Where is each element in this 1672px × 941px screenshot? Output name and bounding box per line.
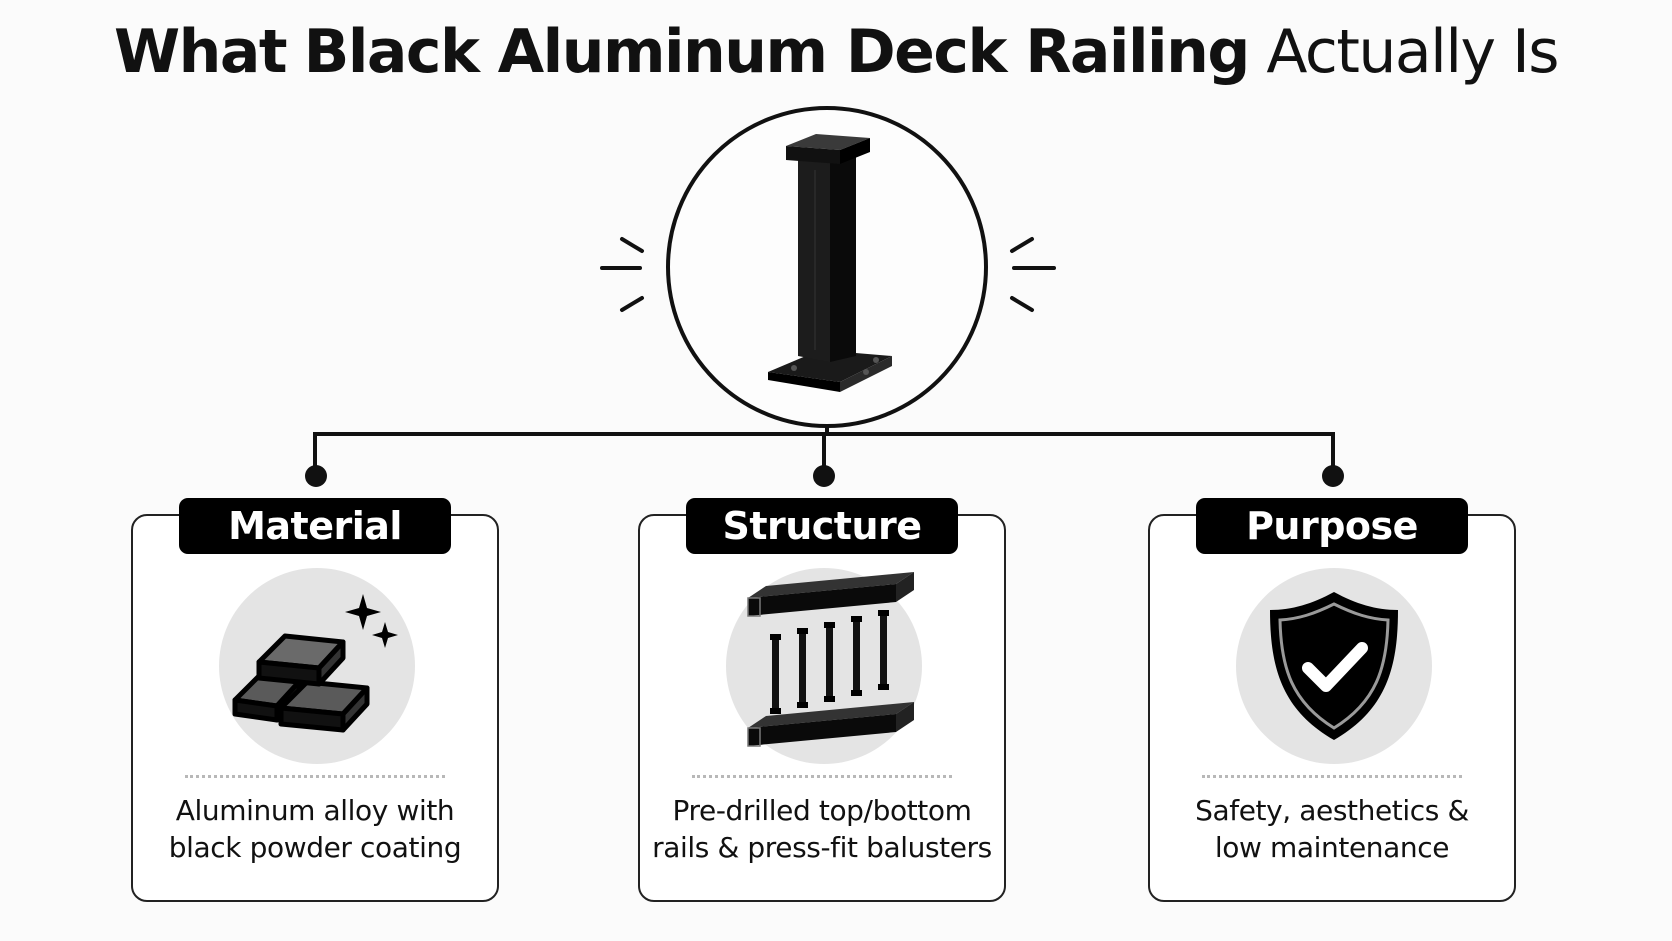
card-icon-material — [219, 568, 415, 764]
connector-node-center — [813, 465, 835, 487]
card-label-purpose: Purpose — [1196, 498, 1468, 554]
card-desc-line: black powder coating — [168, 831, 462, 864]
page-title: What Black Aluminum Deck Railing Actuall… — [0, 14, 1672, 90]
card-desc-material: Aluminum alloy with black powder coating — [143, 792, 487, 866]
card-purpose: Purpose Safety, aesthetics & low mainten… — [1148, 498, 1516, 902]
card-label-structure: Structure — [686, 498, 958, 554]
shield-check-icon — [1236, 568, 1432, 764]
card-label-material: Material — [179, 498, 451, 554]
title-part-2: Black Aluminum Deck Railing — [303, 17, 1251, 87]
card-structure: Structure — [638, 498, 1006, 902]
card-material: Material — [131, 498, 499, 902]
connector-node-left — [305, 465, 327, 487]
black-aluminum-post-icon — [768, 134, 892, 392]
ray-right-top — [1010, 237, 1034, 253]
card-desc-line: Aluminum alloy with — [175, 794, 455, 827]
card-desc-line: Pre-drilled top/bottom — [672, 794, 972, 827]
ray-left-bottom — [620, 296, 644, 312]
connector-node-right — [1322, 465, 1344, 487]
card-desc-structure: Pre-drilled top/bottom rails & press-fit… — [650, 792, 994, 866]
aluminum-ingots-icon — [219, 568, 415, 764]
ray-right-bottom — [1010, 296, 1034, 312]
card-icon-structure — [726, 568, 922, 764]
card-desc-line: rails & press-fit balusters — [652, 831, 992, 864]
ray-left-top — [620, 237, 644, 253]
card-desc-line: low maintenance — [1214, 831, 1450, 864]
title-part-1: What — [113, 17, 288, 87]
rails-balusters-icon — [726, 568, 922, 764]
title-part-3: Actually Is — [1266, 17, 1559, 87]
card-desc-purpose: Safety, aesthetics & low maintenance — [1160, 792, 1504, 866]
card-desc-line: Safety, aesthetics & — [1195, 794, 1469, 827]
divider-dotted — [692, 775, 952, 778]
card-icon-purpose — [1236, 568, 1432, 764]
divider-dotted — [1202, 775, 1462, 778]
divider-dotted — [185, 775, 445, 778]
hub-circle — [666, 106, 988, 428]
